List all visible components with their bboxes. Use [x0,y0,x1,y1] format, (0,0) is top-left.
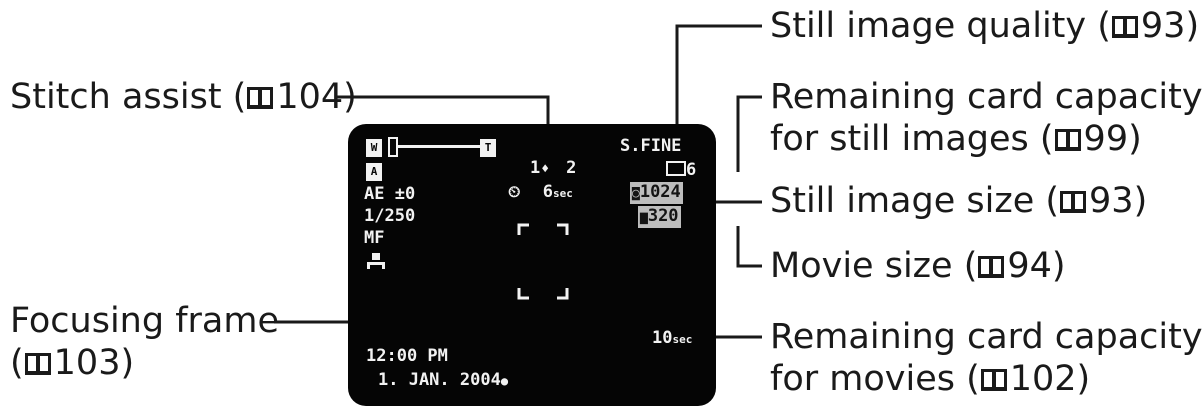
diagram: Still image quality ( 93) Stitch assist (… [10,6,1203,406]
book-icon [24,353,51,375]
movie-size-indicator: ▆320 [638,206,681,228]
arrow-right-icon: ♦ [541,162,550,177]
mode-indicator: A [366,160,382,181]
stitch-right: 2 [566,158,577,178]
card-movie-value: 10 [652,328,673,348]
focus-mode: MF [364,228,385,248]
date-value: 1. JAN. 2004 [378,370,501,390]
timer-value: 6 [542,182,553,202]
stitch-left: 1 [530,158,541,178]
shutter-speed: 1/250 [364,206,416,226]
card-still-count: 6 [686,160,697,180]
still-size-indicator: ◙1024 [630,182,683,204]
callout-label: Still image size ( [770,181,1060,221]
leader-card-still [736,95,762,172]
card-movie-unit: sec [672,333,693,346]
page-ref: 104) [276,77,357,117]
page-ref: 94) [1007,246,1066,286]
sun-white-balance-icon [367,253,385,269]
zoom-tele-icon: T [480,139,496,157]
leader-still-quality [675,24,762,148]
callout-line: Focusing frame [10,301,279,341]
book-icon [1060,191,1087,213]
lcd-screen: W T A AE ±0 1/250 MF 1♦2 ⏲ 6sec [348,124,716,406]
page-ref: 99) [1083,119,1142,159]
book-icon [980,369,1007,391]
timer-unit: sec [552,187,573,200]
card-still-capacity: 6 [666,160,696,180]
callout-label: Still image quality ( [770,6,1111,46]
camera-icon: ◙ [632,186,640,201]
callout-label: Movie size ( [770,246,978,286]
callout-card-movies: Remaining card capacity for movies ( 102) [770,316,1203,400]
ae-shift: AE ±0 [364,184,416,204]
zoom-tele: T [480,136,496,157]
focusing-frame [517,223,569,300]
callout-card-still: Remaining card capacity for still images… [770,76,1203,160]
card-movie-capacity: 10sec [652,328,692,350]
battery-dot-icon: ● [500,374,509,388]
leader-movie-size [736,226,762,268]
page-ref: 93) [1089,181,1148,221]
self-timer: ⏲ 6sec [508,182,573,204]
zoom-indicator: W [366,136,382,157]
page-ref: 103) [53,343,135,383]
movie-size-value: 320 [647,206,679,226]
callout-still-size: Still image size ( 93) [770,180,1147,222]
callout-stitch-assist: Stitch assist ( 104) [10,76,357,118]
callout-movie-size: Movie size ( 94) [770,245,1066,287]
page-ref: 102) [1009,359,1091,399]
movie-icon: ▆ [640,210,648,225]
book-icon [247,87,274,109]
zoom-position-marker [388,137,398,157]
callout-line: Remaining card capacity [770,317,1203,357]
still-size-value: 1024 [639,182,681,202]
auto-mode-icon: A [366,163,382,181]
callout-still-quality: Still image quality ( 93) [770,5,1199,47]
card-icon [666,161,686,176]
callout-label: Stitch assist ( [10,77,247,117]
still-quality-value: S.FINE [620,136,682,156]
zoom-bar [388,145,480,148]
page-ref: 93) [1140,6,1200,46]
time-display: 12:00 PM [366,346,448,366]
callout-focusing-frame: Focusing frame (103) [10,300,279,384]
book-icon [978,256,1005,278]
callout-label: for still images ( [770,119,1054,159]
callout-label: ( [10,343,24,383]
white-balance [366,252,386,275]
book-icon [1054,129,1081,151]
self-timer-icon: ⏲ [508,182,521,201]
book-icon [1111,16,1138,38]
callout-line: Remaining card capacity [770,77,1203,117]
stitch-assist-indicator: 1♦ 2 [530,158,576,180]
callout-label: for movies ( [770,359,980,399]
zoom-wide-icon: W [366,139,382,157]
date-display: 1. JAN. 2004● [378,370,508,391]
